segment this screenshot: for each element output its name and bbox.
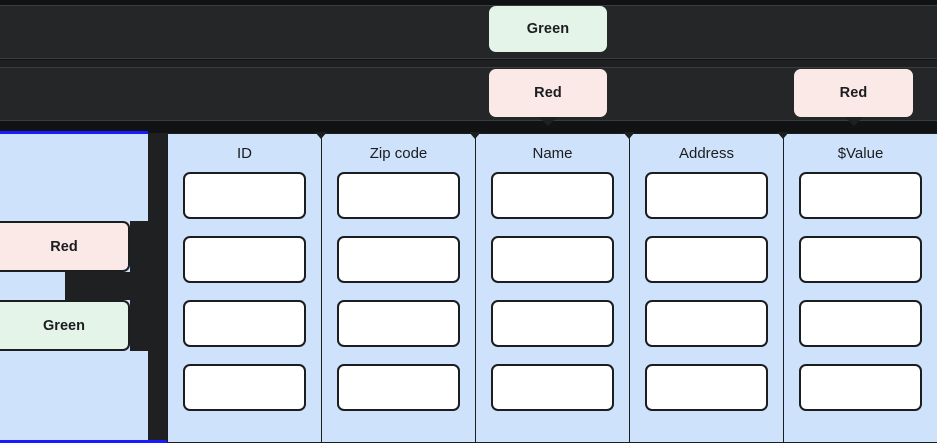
badge-backdrop-a [65, 272, 148, 300]
tooltip-label: Red [839, 85, 868, 101]
table-column-address[interactable]: Address [630, 132, 789, 442]
sidebar-badge-label: Green [43, 317, 85, 334]
table-cell[interactable] [183, 172, 306, 219]
column-divider-marker-icon [469, 132, 481, 139]
tooltip-label: Red [534, 85, 562, 101]
table-cell[interactable] [645, 300, 768, 347]
background-bar-bottom [0, 67, 937, 121]
panel-gutter [148, 133, 167, 440]
tooltip-red-right: Red [794, 69, 913, 126]
column-header: $Value [837, 145, 884, 162]
table-cell[interactable] [491, 300, 614, 347]
table-column-id[interactable]: ID [168, 132, 327, 442]
tooltip-pointer-icon [539, 117, 557, 126]
table-cell[interactable] [799, 236, 922, 283]
background-bar-top [0, 5, 937, 59]
tooltip-red-middle: Red [489, 69, 607, 126]
table-column-value[interactable]: $Value [784, 134, 937, 442]
table-cell[interactable] [799, 364, 922, 411]
sidebar-badge-red[interactable]: Red [0, 221, 130, 272]
panel-bottom-rule [0, 440, 167, 443]
table-cell[interactable] [337, 300, 460, 347]
table-panel: ID Zip code Name Address [167, 132, 937, 443]
sidebar-badge-green[interactable]: Green [0, 300, 130, 351]
table-cell[interactable] [491, 236, 614, 283]
table-column-name[interactable]: Name [476, 132, 635, 442]
table-cell[interactable] [799, 300, 922, 347]
table-column-zip-code[interactable]: Zip code [322, 132, 481, 442]
sidebar-badge-label: Red [50, 238, 78, 255]
tooltip-label: Green [526, 21, 570, 37]
table-cell[interactable] [337, 364, 460, 411]
column-header: ID [237, 145, 252, 162]
background-bar-middle [0, 60, 937, 68]
table-cell[interactable] [645, 172, 768, 219]
badge-backdrop-c [130, 300, 148, 351]
column-header: Address [678, 145, 735, 162]
column-header: Name [532, 145, 573, 162]
table-cell[interactable] [337, 172, 460, 219]
badge-backdrop-b [130, 221, 148, 272]
table-cell[interactable] [183, 300, 306, 347]
column-divider-marker-icon [777, 132, 789, 139]
table-cell[interactable] [183, 236, 306, 283]
column-divider-marker-icon [315, 132, 327, 139]
table-cell[interactable] [799, 172, 922, 219]
table-cell[interactable] [645, 236, 768, 283]
tooltip-green-top: Green [489, 6, 607, 52]
table-cell[interactable] [183, 364, 306, 411]
table-cell[interactable] [337, 236, 460, 283]
table-cell[interactable] [645, 364, 768, 411]
column-divider-marker-icon [623, 132, 635, 139]
table-cell[interactable] [491, 364, 614, 411]
tooltip-pointer-icon [844, 117, 863, 126]
table-cell[interactable] [491, 172, 614, 219]
column-header: Zip code [369, 145, 428, 162]
